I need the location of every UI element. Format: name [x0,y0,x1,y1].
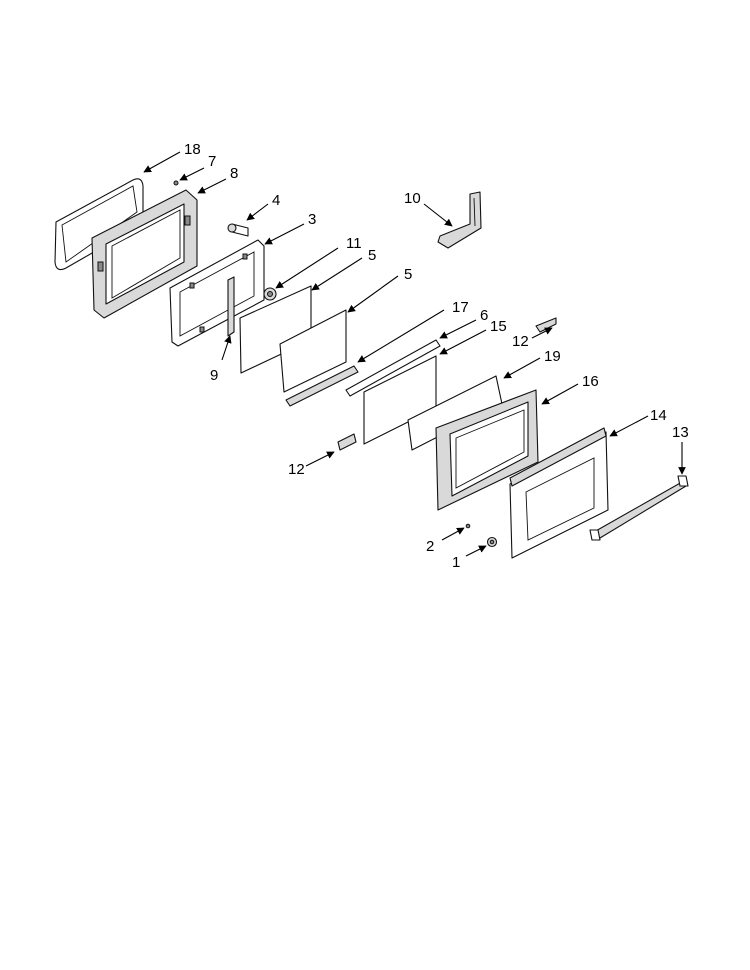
leader-10 [423,203,453,227]
part-11-nut [263,287,277,301]
leader-5b [347,275,399,313]
callout-18: 18 [184,141,201,158]
leader-12b [305,451,335,467]
part-1-grommet [486,536,498,548]
callout-8: 8 [230,165,238,182]
leader-2 [441,527,465,541]
callout-numbers: 18 7 8 4 3 11 5 5 9 10 17 6 15 12 19 16 … [184,141,689,571]
part-14-outer-door-panel [509,427,609,559]
leader-9 [221,335,232,361]
leader-7 [179,167,205,181]
part-17-trim-channel [285,365,359,407]
leader-5a [311,257,363,291]
leader-14 [609,415,649,437]
part-16-inner-door-panel [435,389,539,511]
leader-18 [143,151,181,173]
leader-17 [357,309,445,363]
callout-11: 11 [346,235,362,252]
callout-1: 1 [452,554,460,571]
part-2-screw [465,523,471,529]
leader-6 [439,319,477,339]
part-13-door-handle [589,475,689,541]
callout-12a: 12 [512,333,529,350]
callout-9: 9 [210,367,218,384]
leader-lines [143,151,686,557]
part-12-lower-bracket [337,433,357,451]
callout-12b: 12 [288,461,305,478]
callout-13: 13 [672,424,689,441]
leader-4 [246,203,269,221]
leader-8 [197,178,227,194]
leader-11 [275,247,339,289]
part-4-bolt [227,223,249,237]
leader-19 [503,357,541,379]
callout-15: 15 [490,318,507,335]
leader-1 [465,545,487,557]
leader-3 [264,223,305,245]
part-3-glass-retainer [169,239,265,347]
part-8-inner-door-frame [91,189,198,319]
part-7-screw [173,180,179,186]
leader-12a [531,327,553,339]
leader-15 [439,329,487,355]
callout-10: 10 [404,190,421,207]
callout-17: 17 [452,299,469,316]
callout-19: 19 [544,348,561,365]
callout-5b: 5 [404,266,412,283]
callout-14: 14 [650,407,667,424]
callout-2: 2 [426,538,434,555]
part-10-hinge-bracket [437,191,482,249]
leader-16 [541,383,579,405]
callout-3: 3 [308,211,316,228]
part-5-glass-front [279,309,347,393]
callout-7: 7 [208,153,216,170]
callout-6: 6 [480,307,488,324]
part-6-strip [345,339,441,397]
callout-4: 4 [272,192,280,209]
part-12-upper-bracket [535,317,557,333]
callout-16: 16 [582,373,599,390]
part-9-spacer-bar [227,276,235,337]
callout-5a: 5 [368,247,376,264]
